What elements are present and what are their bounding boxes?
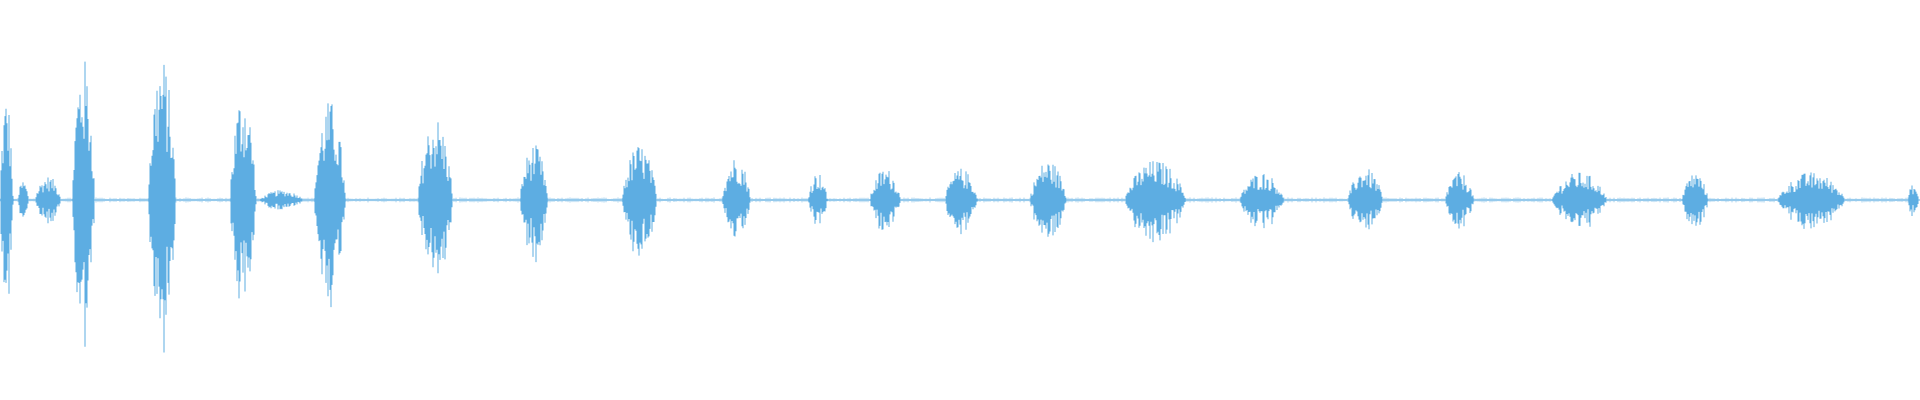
waveform-burst-22: [1778, 172, 1845, 229]
waveform-burst-12: [808, 175, 828, 224]
waveform-burst-7: [314, 103, 346, 308]
waveform-burst-0: [0, 108, 14, 294]
waveform-burst-18: [1348, 169, 1383, 230]
waveform-burst-23: [1908, 185, 1919, 216]
waveform-burst-16: [1125, 161, 1186, 243]
waveform-burst-8: [418, 122, 453, 274]
waveform-burst-4: [148, 64, 176, 353]
waveform-burst-9: [520, 145, 548, 263]
waveform-burst-21: [1682, 175, 1709, 226]
waveform-burst-15: [1030, 164, 1067, 237]
waveform-burst-3: [72, 61, 95, 347]
waveform-burst-1: [18, 182, 29, 217]
waveform-burst-6: [260, 190, 304, 210]
waveform-burst-11: [722, 160, 751, 237]
waveform-burst-10: [622, 147, 657, 256]
waveform-burst-5: [230, 110, 257, 299]
waveform-burst-19: [1445, 172, 1474, 229]
waveform-burst-13: [870, 171, 901, 230]
waveform-burst-2: [35, 177, 62, 224]
waveform-burst-20: [1552, 172, 1607, 227]
waveform-burst-14: [945, 168, 978, 235]
waveform-bursts: [0, 61, 1919, 353]
waveform-burst-17: [1240, 174, 1284, 229]
